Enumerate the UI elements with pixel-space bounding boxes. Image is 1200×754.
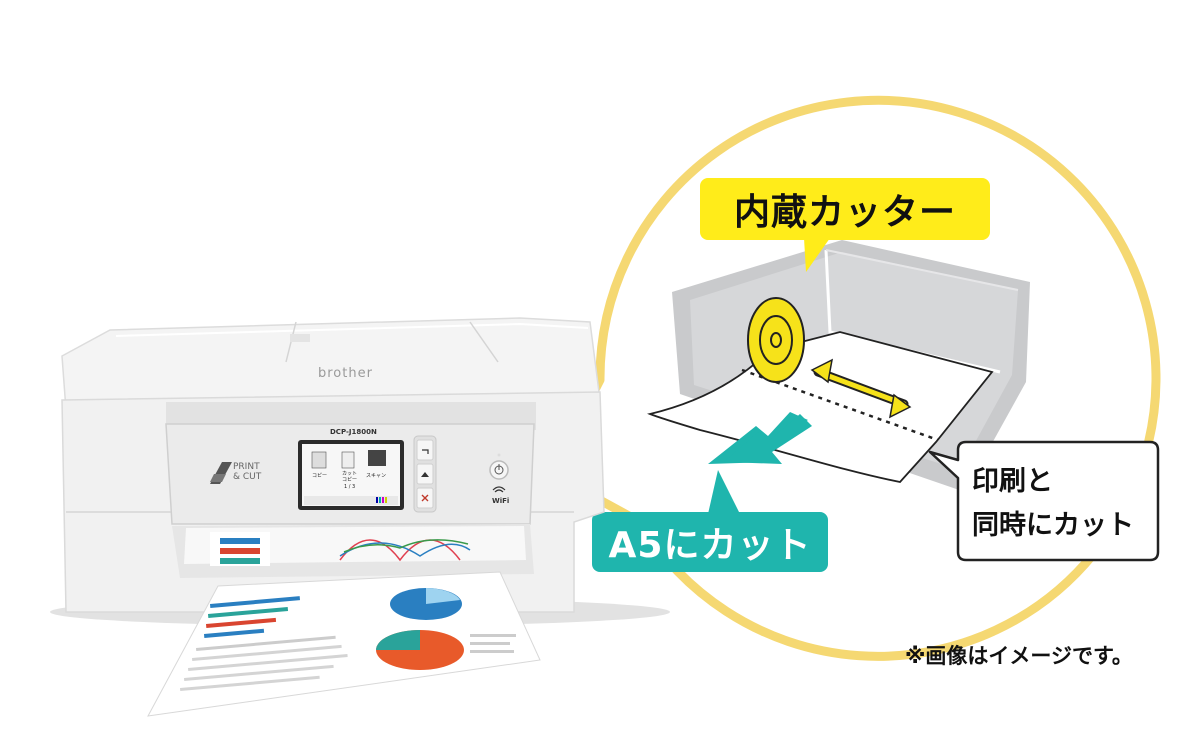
output-arrow-icon [708,412,812,464]
callout-cut-a5-label: A5にカット [608,525,812,566]
lcd-scan-label: スキャン [366,473,387,479]
callout-builtin-cutter-label: 内蔵カッター [733,192,956,233]
disclaimer-note: ※画像はイメージです。 [905,644,1133,668]
cutter-disc [747,297,805,383]
lcd-copy-label: コピー [312,473,328,479]
double-arrow-icon [810,358,912,419]
printer-brand: brother [318,366,373,381]
lcd-page-label: 1 / 3 [344,484,356,490]
printer [50,317,670,717]
lcd-cut-copy-label-2: コピー [342,477,358,483]
wifi-label: WiFi [492,497,510,505]
print-cut-logo: PRINT & CUT [233,462,261,482]
logo-line1: PRINT [233,462,260,472]
printed-sheet [147,571,541,717]
paper-sheet [647,331,994,483]
callout-cut-a5 [592,470,828,572]
callout-builtin-cutter [700,178,990,272]
cut-line [741,368,939,442]
callout-print-and-cut-line2: 同時にカット [972,510,1134,541]
logo-line2: & CUT [233,472,262,482]
lcd-cut-copy-label-1: カット [342,471,358,477]
printer-model: DCP-J1800N [330,428,377,436]
callout-print-and-cut-label: 印刷と 同時にカット [958,452,1158,556]
cutter-tray [647,240,1030,492]
callout-print-and-cut [928,440,1160,562]
callout-print-and-cut-line1: 印刷と [972,466,1053,497]
